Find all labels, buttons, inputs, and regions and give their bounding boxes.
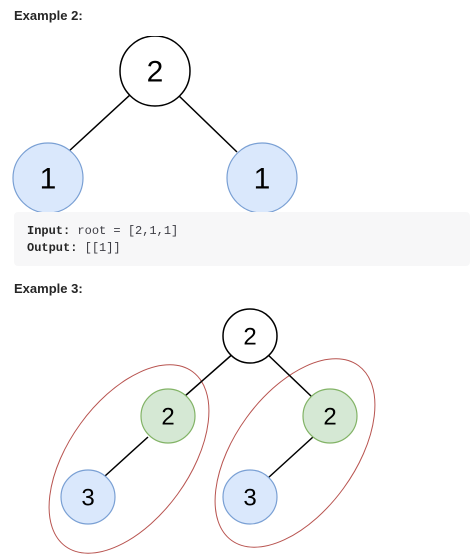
example-2-heading: Example 2: <box>14 8 83 23</box>
input-value: root = [2,1,1] <box>70 224 179 238</box>
tree-node-left-grandchild: 3 <box>60 469 116 525</box>
tree-node-left: 1 <box>12 142 84 212</box>
right-path-highlight <box>214 358 376 548</box>
edge-right-child-to-grandchild <box>267 436 314 479</box>
tree-node-left-child-label: 2 <box>161 404 174 431</box>
tree-node-right-label: 1 <box>254 163 271 196</box>
tree-node-left-child: 2 <box>140 388 196 444</box>
example-3-heading: Example 3: <box>14 281 83 296</box>
input-label: Input: <box>27 224 71 238</box>
tree-node-right-grandchild-label: 3 <box>243 485 256 512</box>
tree-node-right: 1 <box>226 142 298 212</box>
edge-root-to-right-child <box>264 351 313 398</box>
left-path-highlight <box>48 364 210 554</box>
example-2-tree-diagram: 2 1 1 <box>12 36 298 212</box>
tree-node-root-label: 2 <box>147 56 164 89</box>
output-label: Output: <box>27 241 78 255</box>
input-line: Input: root = [2,1,1] <box>27 223 470 240</box>
tree-node-root-label: 2 <box>243 324 256 351</box>
edge-root-to-right <box>176 93 238 153</box>
example-2-io-block: Input: root = [2,1,1] Output: [[1]] <box>14 212 470 266</box>
tree-node-root: 2 <box>222 308 278 364</box>
tree-node-left-label: 1 <box>40 163 57 196</box>
tree-node-right-grandchild: 3 <box>222 469 278 525</box>
edge-left-child-to-grandchild <box>104 436 149 477</box>
tree-node-root: 2 <box>119 36 191 107</box>
tree-node-right-child-label: 2 <box>323 404 336 431</box>
output-value: [[1]] <box>77 241 121 255</box>
tree-node-right-child: 2 <box>302 388 358 444</box>
edge-root-to-left <box>67 93 132 153</box>
example-3-tree-diagram: 2 2 2 3 3 <box>48 308 376 554</box>
output-line: Output: [[1]] <box>27 240 470 257</box>
tree-node-left-grandchild-label: 3 <box>81 485 94 512</box>
edge-root-to-left-child <box>184 351 236 397</box>
